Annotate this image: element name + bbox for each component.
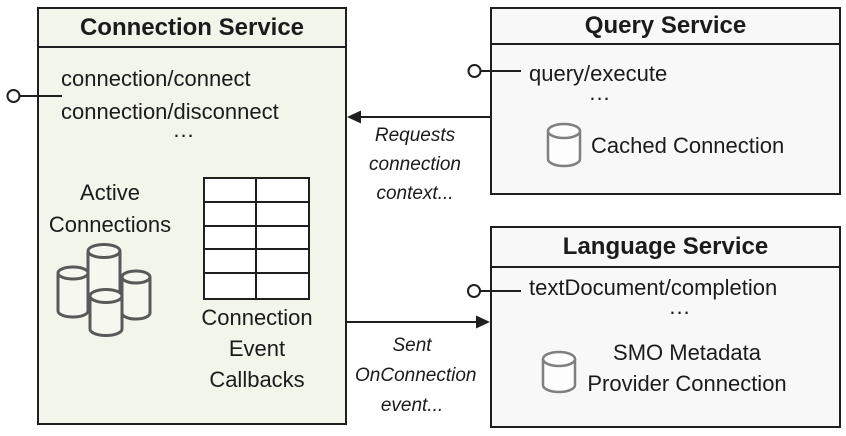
smo-label-line2: Provider Connection <box>587 371 787 396</box>
active-connections-label-line2: Connections <box>48 212 172 237</box>
sent-onconnection-event-label: Sent OnConnection event... <box>355 331 477 421</box>
method-connection-connect: connection/connect <box>61 66 251 91</box>
callback-table-cell <box>257 274 309 298</box>
requests-label-line1: Requests <box>374 125 456 146</box>
callback-table-cell <box>205 202 257 227</box>
callback-table-cell <box>256 250 308 275</box>
language-service-title: Language Service <box>492 228 839 268</box>
active-connections-label-line1: Active <box>80 180 140 205</box>
language-service-box: Language Service <box>490 226 841 428</box>
method-connection-disconnect: connection/disconnect <box>61 99 279 124</box>
callback-table-cell <box>256 179 308 203</box>
connection-service-title: Connection Service <box>39 9 345 48</box>
requests-connection-context-label: Requests connection context... <box>358 121 472 208</box>
query-methods-ellipsis: ... <box>589 80 611 105</box>
callback-table-cell <box>205 179 257 203</box>
sent-label-line1: Sent <box>392 335 432 356</box>
callback-table <box>203 177 310 300</box>
smo-metadata-provider-connection-label: SMO Metadata Provider Connection <box>572 337 802 399</box>
callbacks-label-line3: Callbacks <box>209 367 305 392</box>
sent-label-line3: event... <box>380 395 444 416</box>
requests-label-line3: context... <box>376 183 454 204</box>
connection-event-callbacks-label: Connection Event Callbacks <box>195 302 319 395</box>
callback-table-cell <box>205 274 257 298</box>
sent-label-line2: OnConnection <box>355 365 477 386</box>
active-connections-label: Active Connections <box>44 177 176 241</box>
callback-table-cell <box>205 226 257 251</box>
callback-table-cell <box>256 227 308 251</box>
sent-onconnection-event-arrow <box>347 315 490 329</box>
method-textdocument-completion: textDocument/completion <box>529 275 778 300</box>
callbacks-label-line2: Event <box>228 336 286 361</box>
query-service-title: Query Service <box>492 9 839 45</box>
callbacks-label-line1: Connection <box>201 305 313 330</box>
method-query-execute: query/execute <box>529 61 668 86</box>
callback-table-cell <box>205 250 257 275</box>
connection-methods-ellipsis: ... <box>173 117 195 142</box>
connection-service-methods: connection/connect connection/disconnect <box>61 62 279 128</box>
cached-connection-label: Cached Connection <box>591 133 785 158</box>
arrowhead-right-icon <box>476 315 490 329</box>
callback-table-cell <box>256 203 308 227</box>
language-methods-ellipsis: ... <box>669 294 691 319</box>
smo-label-line1: SMO Metadata <box>613 340 761 365</box>
requests-label-line2: connection <box>369 154 461 175</box>
